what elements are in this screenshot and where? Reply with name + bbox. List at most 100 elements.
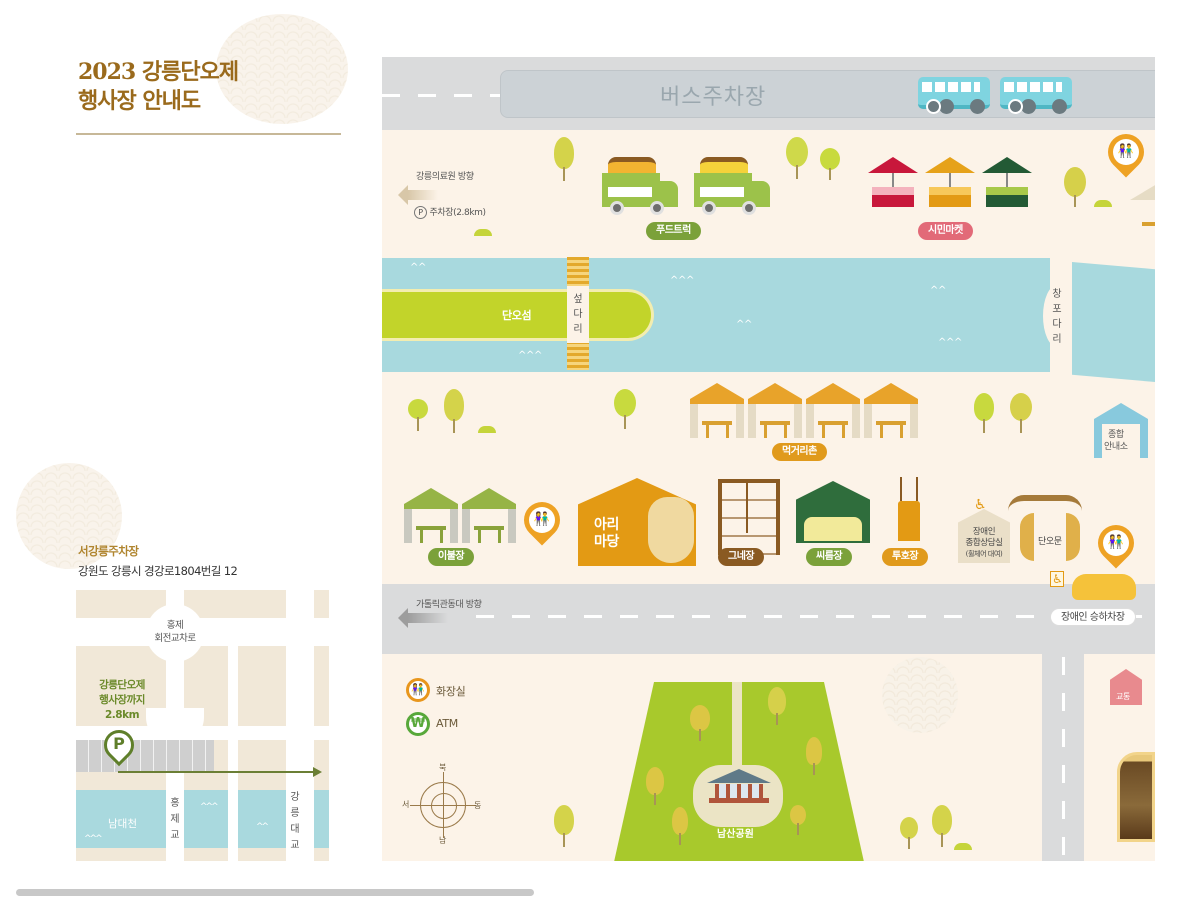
parking-p-icon: P	[113, 734, 125, 753]
grass-icon	[478, 426, 496, 433]
wave-icon: ^^	[736, 319, 752, 330]
mask-icon	[648, 497, 694, 563]
wrestling-sand	[804, 517, 862, 541]
bus-parking-label: 버스주차장	[660, 85, 767, 110]
food-truck-icon	[602, 157, 680, 217]
tuho-pot-icon	[898, 501, 920, 541]
festival-map[interactable]: 버스주차장 강릉의료원 방향 P 주차장(2.8km) 푸드트럭 시민마켓 👫 …	[382, 57, 1155, 861]
minimap-river	[184, 790, 228, 848]
minimap-river	[76, 790, 166, 848]
info-center-icon[interactable]	[1094, 403, 1148, 459]
tuho-arrows-icon	[900, 477, 918, 501]
pavilion-icon	[707, 769, 771, 783]
minimap-river	[238, 790, 286, 848]
dano-gate-pillar	[1066, 513, 1080, 561]
compass-axis	[443, 772, 444, 838]
wave-icon: ^^^	[938, 337, 962, 348]
distance-label: 강릉단오제 행사장까지 2.8km	[99, 679, 145, 721]
parking-lot-area	[76, 740, 214, 772]
restroom-pin-icon[interactable]: 👫	[1100, 126, 1152, 178]
dano-island[interactable]	[382, 289, 654, 341]
wave-icon: ^^^	[84, 834, 103, 844]
compass-south: 남	[439, 836, 447, 845]
atm-legend-icon: ₩	[406, 712, 430, 736]
restroom-pin-icon[interactable]: 👫	[516, 494, 568, 546]
minimap-road	[228, 646, 238, 861]
wave-icon: ^^^	[670, 275, 694, 286]
label-ibul-zone[interactable]: 이불장	[428, 548, 475, 566]
compass-west: 서	[402, 800, 410, 809]
label-disabled-dropoff[interactable]: 장애인 승하차장	[1050, 608, 1136, 626]
minimap-road	[76, 726, 329, 740]
label-swing[interactable]: 그네장	[718, 548, 765, 566]
parking-lot-address: 강원도 강릉시 경강로1804번길 12	[78, 564, 238, 578]
tent-icon	[462, 488, 516, 544]
pavilion-columns	[715, 784, 763, 798]
label-citizen-market[interactable]: 시민마켓	[918, 222, 973, 240]
swing-icon	[718, 479, 780, 555]
seop-bridge-deck	[567, 286, 589, 343]
label-tuho[interactable]: 투호장	[882, 548, 929, 566]
label-wrestling[interactable]: 씨름장	[806, 548, 853, 566]
jar-photo	[1117, 752, 1155, 842]
dano-gate-icon[interactable]	[1008, 495, 1082, 511]
direction-university: 가톨릭관동대 방향	[416, 600, 482, 610]
tent-icon	[748, 383, 802, 439]
tent-icon	[690, 383, 744, 439]
tent-icon	[864, 383, 918, 439]
restroom-pin-icon[interactable]: 👫	[1090, 517, 1142, 569]
route-line	[118, 771, 313, 773]
title-line-1: 2023 강릉단오제	[78, 59, 239, 85]
wheelchair-sign-icon: ♿	[1050, 571, 1065, 587]
road-middle	[382, 584, 1155, 654]
route-arrow-icon	[313, 767, 322, 777]
tent-icon	[1130, 184, 1155, 240]
roundabout-label: 홍제 회전교차로	[154, 620, 196, 644]
market-stall-icon	[982, 157, 1032, 211]
parking-minimap[interactable]: 홍제 회전교차로 강릉단오제 행사장까지 2.8km P 남대천 ^^^ ^^^…	[76, 590, 329, 861]
minimap-river	[314, 790, 329, 848]
park-label: 남산공원	[717, 829, 754, 840]
parking-lot-name: 서강릉주차장	[78, 544, 139, 558]
traffic-label: 교통	[1116, 692, 1130, 701]
compass-north: 북	[439, 763, 447, 772]
wave-icon: ^^	[930, 285, 946, 296]
title-divider	[76, 133, 341, 135]
dano-gate-label: 단오문	[1038, 537, 1062, 547]
wheelchair-icon: ♿	[974, 497, 987, 513]
label-food-truck[interactable]: 푸드트럭	[646, 222, 701, 240]
road-lane-marking	[476, 615, 1155, 618]
title-line-2: 행사장 안내도	[78, 88, 201, 114]
pavilion-base	[709, 798, 769, 803]
market-stall-icon	[868, 157, 918, 211]
left-arrow-icon	[398, 185, 438, 205]
market-stall-icon	[925, 157, 975, 211]
label-food-zone[interactable]: 먹거리촌	[772, 443, 827, 461]
roundabout	[146, 604, 204, 662]
dano-gate-pillar	[1020, 513, 1034, 561]
changpo-bridge	[1043, 285, 1071, 347]
compass-east: 동	[474, 801, 482, 810]
road-lane-marking	[1062, 657, 1065, 861]
restroom-legend-icon: 👫	[406, 678, 430, 702]
island-label: 단오섬	[502, 309, 532, 322]
bus-icon	[1000, 77, 1072, 114]
decorative-wave-pattern	[216, 14, 348, 124]
minimap-road	[286, 590, 314, 861]
left-arrow-icon	[398, 608, 448, 628]
horizontal-scrollbar[interactable]	[16, 889, 534, 896]
grass-icon	[474, 229, 492, 236]
wave-icon: ^^	[410, 262, 426, 273]
wave-icon: ^^	[256, 822, 269, 832]
parking-distance: P 주차장(2.8km)	[414, 205, 486, 219]
wave-icon: ^^^	[200, 802, 219, 812]
legend-atm: ATM	[436, 717, 458, 730]
decorative-wave-pattern	[882, 657, 958, 733]
disabled-center-building[interactable]	[958, 509, 1010, 563]
decorative-wave-pattern	[16, 463, 122, 569]
